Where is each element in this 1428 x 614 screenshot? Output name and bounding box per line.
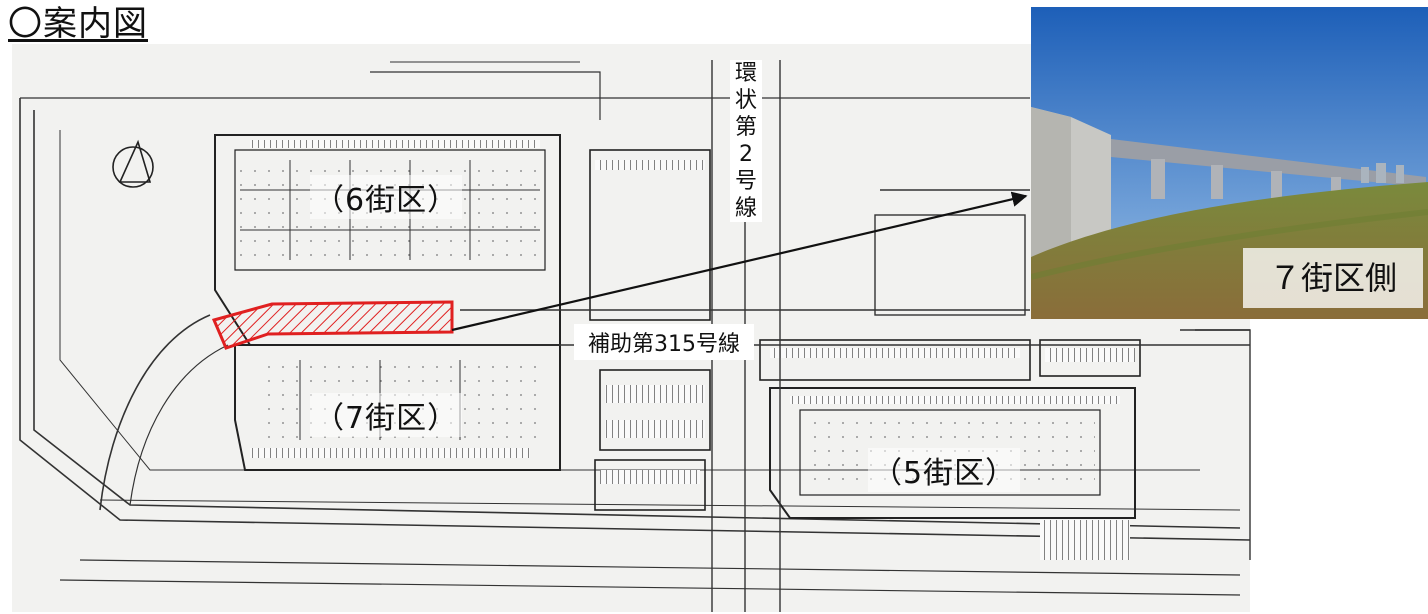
page-title: 〇案内図 xyxy=(8,4,148,44)
ring-road-2-label: 環 状 第 2 号 線 xyxy=(730,60,762,222)
district-5-label: （5街区） xyxy=(868,448,1021,492)
pointer-arrow xyxy=(451,191,1028,332)
highlighted-area xyxy=(211,300,454,350)
district-6-label: （6街区） xyxy=(310,175,463,219)
compass-icon xyxy=(112,139,154,188)
aux-road-315-label: 補助第315号線 xyxy=(574,324,754,360)
district-7-label: （7街区） xyxy=(310,393,463,437)
photo-caption: ７街区側 xyxy=(1243,248,1423,308)
